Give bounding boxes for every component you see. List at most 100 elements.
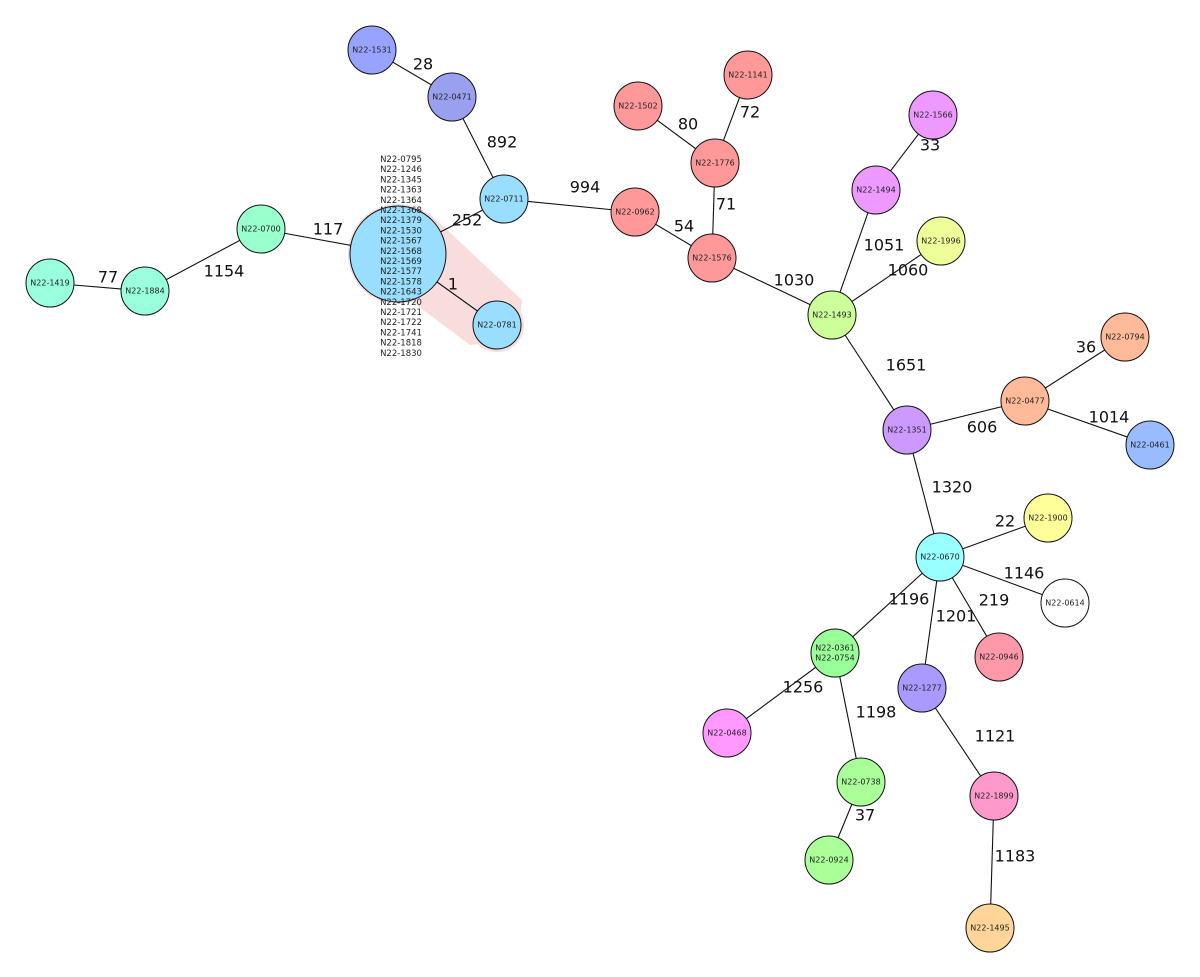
edge-weight-label: 1651	[886, 356, 927, 375]
node-1566[interactable]: N22-1566	[908, 90, 958, 140]
node-0962[interactable]: N22-0962	[610, 187, 660, 237]
edge-weight-label: 22	[995, 512, 1015, 531]
node-circle[interactable]	[969, 771, 1019, 821]
node-circle[interactable]	[851, 165, 901, 215]
node-circle[interactable]	[690, 138, 740, 188]
edge-weight-label: 1030	[774, 271, 815, 290]
node-circle[interactable]	[882, 405, 932, 455]
cluster-member-label: N22-1643	[380, 288, 422, 298]
node-1351[interactable]: N22-1351	[882, 405, 932, 455]
node-circle[interactable]	[613, 81, 663, 131]
edge-weight-label: 219	[979, 591, 1010, 610]
node-1419[interactable]: N22-1419	[25, 258, 75, 308]
node-0468[interactable]: N22-0468	[702, 708, 752, 758]
node-1996[interactable]: N22-1996	[916, 216, 966, 266]
node-label: N22-0738	[841, 778, 880, 787]
node-1495[interactable]: N22-1495	[965, 903, 1015, 953]
node-circle[interactable]	[479, 174, 529, 224]
node-0700[interactable]: N22-0700	[236, 204, 286, 254]
node-1776[interactable]: N22-1776	[690, 138, 740, 188]
node-circle[interactable]	[347, 25, 397, 75]
node-1502[interactable]: N22-1502	[613, 81, 663, 131]
node-1899[interactable]: N22-1899	[969, 771, 1019, 821]
node-label: N22-1996	[921, 237, 960, 246]
node-1884[interactable]: N22-1884	[120, 266, 170, 316]
node-1493[interactable]: N22-1493	[807, 290, 857, 340]
edge-weight-label: 1	[448, 275, 458, 294]
node-label: N22-1899	[974, 792, 1013, 801]
node-1900[interactable]: N22-1900	[1023, 493, 1073, 543]
node-label: N22-0946	[979, 653, 1018, 662]
node-circle[interactable]	[897, 663, 947, 713]
node-circle[interactable]	[687, 233, 737, 283]
node-circle[interactable]	[1040, 578, 1090, 628]
node-circle[interactable]	[1023, 493, 1073, 543]
cluster-member-label: N22-1569	[380, 257, 422, 267]
node-1277[interactable]: N22-1277	[897, 663, 947, 713]
node-circle[interactable]	[916, 216, 966, 266]
node-1494[interactable]: N22-1494	[851, 165, 901, 215]
edge-weight-label: 606	[967, 418, 998, 437]
node-circle[interactable]	[1100, 312, 1150, 362]
node-circle[interactable]	[702, 708, 752, 758]
node-label: N22-1776	[695, 159, 734, 168]
cluster-member-label: N22-1568	[380, 247, 422, 257]
node-circle[interactable]	[810, 628, 860, 678]
node-circle[interactable]	[610, 187, 660, 237]
node-0924[interactable]: N22-0924	[804, 835, 854, 885]
node-circle[interactable]	[723, 50, 773, 100]
node-circle[interactable]	[915, 532, 965, 582]
node-0670[interactable]: N22-0670	[915, 532, 965, 582]
cluster-member-label: N22-1818	[380, 339, 422, 349]
edge-weight-label: 1060	[888, 261, 929, 280]
node-0461[interactable]: N22-0461	[1125, 420, 1175, 470]
edge-weight-label: 1196	[889, 590, 930, 609]
node-circle[interactable]	[836, 757, 886, 807]
cluster-member-label: N22-1363	[380, 186, 422, 196]
edge-weight-label: 71	[716, 195, 736, 214]
node-circle[interactable]	[1125, 420, 1175, 470]
node-0477[interactable]: N22-0477	[1000, 376, 1050, 426]
node-label: N22-1351	[887, 426, 926, 435]
node-circle[interactable]	[908, 90, 958, 140]
node-circle[interactable]	[807, 290, 857, 340]
edge-labels: 2889225211171154779948072715410303310511…	[98, 55, 1130, 866]
node-1576[interactable]: N22-1576	[687, 233, 737, 283]
node-big[interactable]	[349, 205, 447, 303]
node-0781[interactable]: N22-0781	[472, 300, 522, 350]
node-circle[interactable]	[427, 72, 477, 122]
node-0711[interactable]: N22-0711	[479, 174, 529, 224]
edge-weight-label: 1256	[783, 678, 824, 697]
node-circle[interactable]	[472, 300, 522, 350]
node-label: N22-0754	[815, 654, 854, 663]
node-circle[interactable]	[974, 632, 1024, 682]
edge-weight-label: 252	[452, 211, 483, 230]
edge-weight-label: 1014	[1089, 408, 1130, 427]
edge-weight-label: 1154	[204, 262, 245, 281]
node-label: N22-0468	[707, 729, 746, 738]
node-0738[interactable]: N22-0738	[836, 757, 886, 807]
node-0614[interactable]: N22-0614	[1040, 578, 1090, 628]
node-circle[interactable]	[965, 903, 1015, 953]
node-circle[interactable]	[349, 205, 447, 303]
edge-weight-label: 1183	[995, 847, 1036, 866]
node-label: N22-0700	[241, 225, 280, 234]
cluster-member-label: N22-1246	[380, 165, 422, 175]
node-circle[interactable]	[25, 258, 75, 308]
node-label: N22-1566	[913, 111, 952, 120]
cluster-member-label: N22-1830	[380, 349, 422, 359]
cluster-member-label: N22-1720	[380, 298, 422, 308]
node-circle[interactable]	[804, 835, 854, 885]
node-1531[interactable]: N22-1531	[347, 25, 397, 75]
node-0946[interactable]: N22-0946	[974, 632, 1024, 682]
node-1141[interactable]: N22-1141	[723, 50, 773, 100]
node-0471[interactable]: N22-0471	[427, 72, 477, 122]
node-circle[interactable]	[120, 266, 170, 316]
cluster-member-label: N22-1368	[380, 206, 422, 216]
node-circle[interactable]	[1000, 376, 1050, 426]
node-0794[interactable]: N22-0794	[1100, 312, 1150, 362]
node-circle[interactable]	[236, 204, 286, 254]
edge-weight-label: 1201	[936, 607, 977, 626]
